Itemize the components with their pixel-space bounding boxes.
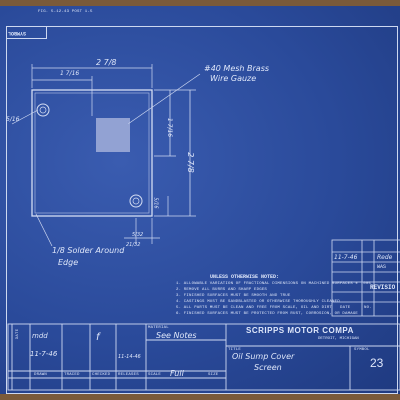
header-corner-text: FIG. 5-12-43 POST 1-5: [38, 10, 93, 14]
tb-title-line1: Oil Sump Cover: [232, 352, 295, 361]
tb-title-label: TITLE: [228, 348, 242, 352]
note-item-1: 1. ALLOWABLE VARIATION OF FRACTIONAL DIM…: [176, 282, 372, 286]
note-item-3: 3. FINISHED SURFACES MUST BE SMOOTH AND …: [176, 294, 291, 298]
part-drawing: [7, 64, 400, 391]
tb-checker-mark: f: [96, 332, 100, 343]
revision-redesign: Rede: [377, 254, 393, 261]
tb-col-releases: RELEASES: [118, 373, 139, 377]
dim-left-offset: 1 7/16: [60, 70, 80, 77]
tb-company-city: DETROIT, MICHIGAN: [318, 337, 359, 341]
dim-overall-width: 2 7/8: [96, 58, 117, 67]
dim-side-small: 5/16: [152, 197, 159, 209]
note-item-2: 2. REMOVE ALL BURRS AND SHARP EDGES: [176, 288, 268, 292]
dim-bottom-a: 5/32: [132, 232, 144, 238]
revision-date: 11-7-46: [334, 254, 358, 261]
dim-bottom-b: 21/32: [126, 242, 141, 248]
tb-scale-value: Full: [170, 369, 184, 378]
mounting-hole-top-left: [36, 103, 50, 117]
tb-col-drawn: DRAWN: [34, 373, 48, 377]
drawing-border: [6, 26, 398, 394]
tb-material-value: See Notes: [156, 331, 197, 340]
revision-label: REVISIO: [370, 284, 396, 291]
tb-material-label: MATERIAL: [148, 326, 169, 330]
blueprint-sheet: FIG. 5-12-43 POST 1-5 SYMBOL: [0, 6, 400, 394]
mesh-leader: [127, 73, 201, 125]
dim-hole-offset: 5/16: [6, 116, 20, 123]
dim-height-inner: 1 7/16: [166, 117, 174, 138]
revision-table: [331, 239, 400, 317]
note-solder-line1: 1/8 Solder Around: [52, 246, 125, 255]
tb-date-value: 11-7-46: [30, 350, 58, 358]
mounting-hole-bottom-right: [129, 194, 143, 208]
note-mesh-line1: #40 Mesh Brass: [204, 64, 270, 73]
title-block-grid: [7, 323, 400, 391]
wire-mesh-patch: [96, 118, 130, 152]
tb-scale-label: SCALE: [148, 373, 162, 377]
solder-leader: [35, 213, 53, 247]
tb-date-label: DATE: [16, 328, 21, 340]
note-item-6: 6. FINISHED SURFACES MUST BE PROTECTED F…: [176, 312, 359, 316]
symbol-box: [6, 26, 47, 39]
tb-title-line2: Screen: [254, 363, 282, 372]
note-mesh-line2: Wire Gauze: [210, 74, 257, 83]
tb-initials: mdd: [32, 332, 48, 340]
dim-height-overall: 2 7/8: [185, 152, 195, 173]
tb-symbol-label: SYMBOL: [354, 348, 370, 352]
tb-release-date: 11-14-46: [118, 354, 141, 360]
tb-size-label: SIZE: [208, 373, 219, 377]
note-solder-line2: Edge: [58, 258, 79, 267]
revision-col-no: NO.: [364, 306, 372, 310]
tb-col-traced: TRACED: [64, 373, 80, 377]
tb-drawing-number: 23: [370, 356, 384, 370]
note-item-4: 4. CASTINGS MUST BE SANDBLASTED OR OTHER…: [176, 300, 340, 304]
revision-col-date: DATE: [340, 306, 351, 310]
revision-was: WAS: [377, 264, 387, 270]
tb-col-checked: CHECKED: [92, 373, 111, 377]
general-notes-heading: UNLESS OTHERWISE NOTED:: [210, 274, 280, 280]
sheet-background: [0, 6, 400, 394]
tb-company-name: SCRIPPS MOTOR COMPA: [246, 326, 354, 335]
note-item-5: 5. ALL PARTS MUST BE CLEAN AND FREE FROM…: [176, 306, 333, 310]
